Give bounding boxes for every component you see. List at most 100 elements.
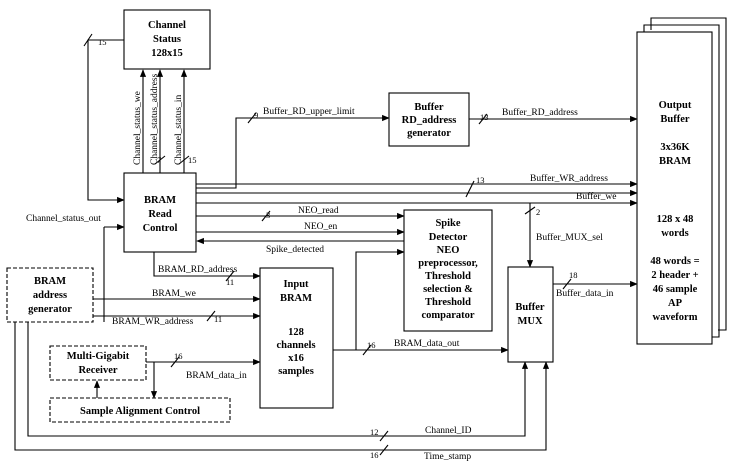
width-channel-status-out: 15 [98,37,107,47]
output-buffer-line-2: Buffer [660,114,689,125]
width-channel-status-address: 7 [157,155,161,165]
bus-slash [261,210,271,222]
bram-read-control-line-2: Read [148,209,171,220]
output-buffer-line-5: 128 x 48 [657,214,694,225]
bram-addr-gen-line-3: generator [28,304,72,315]
label-buffer-data-in: Buffer_data_in [556,288,614,299]
bram-addr-gen-line-1: BRAM [34,276,66,287]
width-channel-status-in: 15 [188,155,197,165]
channel-status-line-2: Status [153,34,181,45]
mgt-receiver-line-2: Receiver [78,365,117,376]
sample-align-line-1: Sample Alignment Control [80,406,200,417]
buffer-mux-line-1: Buffer [515,302,544,313]
input-bram-line-3: 128 [288,327,304,338]
width-time-stamp: 16 [370,450,379,460]
signal-labels: Channel_status_we Channel_status_address… [26,73,616,462]
input-bram-line-1: Input [283,279,309,290]
bram-read-control-line-3: Control [143,223,178,234]
output-buffer-line-9: 46 sample [653,284,698,295]
label-spike-detected: Spike_detected [266,245,324,255]
label-neo-read: NEO_read [298,206,339,216]
bus-slash [225,270,235,282]
bram-read-control-line-1: BRAM [144,195,176,206]
output-buffer-line-1: Output [659,100,692,111]
output-buffer-line-7: 48 words = [650,256,699,267]
wire-bram-rd-address [153,252,261,280]
bus-slash [379,444,389,456]
input-bram-line-5: x16 [288,353,304,364]
buffer-rd-gen-line-2: RD_address [402,115,457,126]
spike-detector-line-8: comparator [421,310,474,321]
channel-status-line-1: Channel [148,20,186,31]
spike-detector-line-2: Detector [429,232,468,243]
output-buffer-stack-mid [643,24,720,338]
wire-channel-id [27,322,529,437]
bus-slash [465,180,475,198]
buffer-rd-gen-line-1: Buffer [414,102,443,113]
channel-status-line-3: 128x15 [151,48,183,59]
label-buffer-rd-address: Buffer_RD_address [502,107,578,118]
width-bram-data-out: 16 [367,340,376,350]
label-time-stamp: Time_stamp [424,452,471,462]
bus-slash [247,112,257,124]
output-buffer-line-6: words [661,228,688,239]
width-buffer-wr-address: 13 [476,175,485,185]
bram-read-control-block: BRAM Read Control [123,172,197,253]
bus-slash [170,356,180,368]
input-bram-line-2: BRAM [280,293,312,304]
bus-slash [379,430,389,442]
width-buffer-mux-sel: 2 [536,207,540,217]
wires [14,33,638,456]
output-buffer-line-8: 2 header + [651,270,698,281]
mgt-receiver-line-1: Multi-Gigabit [67,351,130,362]
output-buffer-line-10: AP [668,298,683,309]
bus-slash [562,278,572,290]
bus-slash [178,155,190,165]
width-bram-rd-address: 11 [226,277,234,287]
output-buffer-line-4: BRAM [659,156,691,167]
bus-slash [83,33,93,47]
width-neo-read: 3 [266,210,270,220]
label-channel-status-we: Channel_status_we [133,91,143,165]
label-channel-status-in: Channel_status_in [174,95,184,165]
wire-buffer-rd-upper-limit [196,114,390,189]
width-bram-data-in: 16 [174,351,183,361]
width-buffer-rd-address: 13 [480,112,489,122]
width-buffer-data-in: 18 [569,270,578,280]
label-buffer-we: Buffer_we [576,191,616,202]
output-buffer-block: Output Buffer 3x36K BRAM 128 x 48 words … [636,17,727,345]
label-bram-data-in: BRAM_data_in [186,371,247,381]
buffer-rd-address-generator-block: Buffer RD_address generator [388,92,470,147]
spike-detector-block: Spike Detector NEO preprocessor, Thresho… [403,209,493,332]
wire-buffer-mux-sel [196,202,534,268]
label-buffer-wr-address: Buffer_WR_address [530,173,608,184]
width-buffer-rd-upper-limit: 9 [254,110,258,120]
width-bram-wr-address: 11 [214,314,222,324]
bus-slash [362,344,372,356]
input-bram-block: Input BRAM 128 channels x16 samples [259,267,334,409]
wire-time-stamp [14,322,550,451]
input-bram-line-4: channels [276,340,315,351]
output-buffer-line-3: 3x36K [660,142,690,153]
label-buffer-mux-sel: Buffer_MUX_sel [536,232,603,243]
input-bram-line-6: samples [278,366,314,377]
multi-gigabit-receiver-block: Multi-Gigabit Receiver [49,345,147,381]
spike-detector-line-4: preprocessor, [418,258,478,269]
output-buffer-stack-back [650,17,727,331]
buffer-rd-gen-line-3: generator [407,128,451,139]
bus-slash [524,206,536,215]
bus-slash [206,310,216,322]
label-buffer-rd-upper-limit: Buffer_RD_upper_limit [263,106,355,117]
label-channel-status-out: Channel_status_out [26,214,101,224]
label-bram-data-out: BRAM_data_out [394,339,460,349]
label-neo-en: NEO_en [304,222,337,232]
bram-addr-gen-line-2: address [33,290,67,301]
label-bram-wr-address: BRAM_WR_address [112,317,194,327]
bram-address-generator-block: BRAM address generator [6,267,94,323]
buffer-mux-line-2: MUX [517,316,542,327]
spike-detector-line-3: NEO [437,245,460,256]
label-bram-we: BRAM_we [152,289,196,299]
spike-detector-line-7: Threshold [425,297,471,308]
spike-detector-line-6: selection & [423,284,473,295]
label-bram-rd-address: BRAM_RD_address [158,265,237,275]
